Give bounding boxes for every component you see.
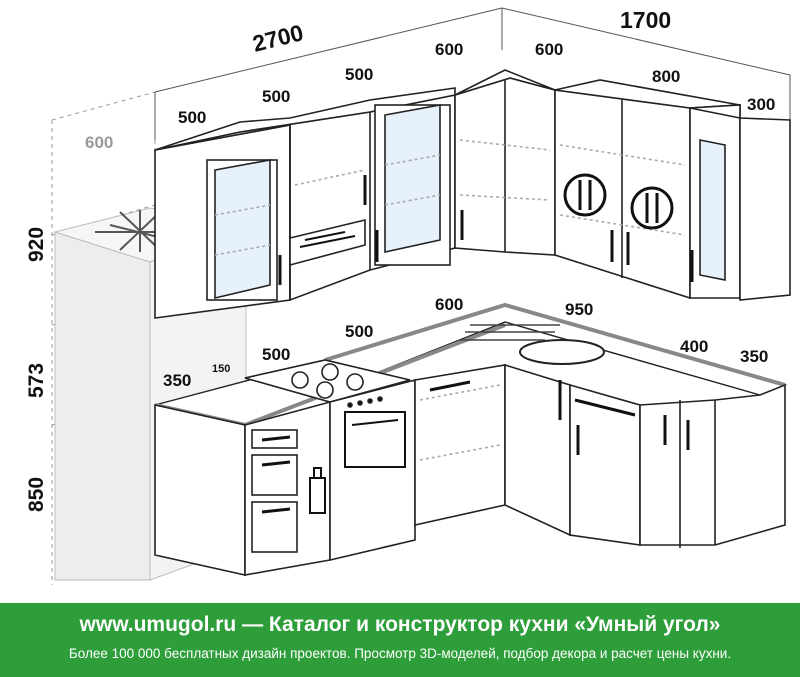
dim-height-lower: 850 (25, 477, 48, 512)
dim-lower-right-1: 400 (680, 337, 708, 356)
dim-fridge-depth: 600 (85, 133, 113, 152)
hob (244, 359, 411, 403)
tableware-icon-1 (563, 173, 607, 217)
kitchen-drawing: 2700 1700 500 500 500 600 600 800 300 60… (25, 7, 791, 585)
banner-title[interactable]: www.umugol.ru — Каталог и конструктор ку… (79, 613, 721, 636)
dim-upper-left-2: 500 (262, 87, 290, 106)
upper-cabinets-right (554, 79, 791, 301)
dim-height-middle: 573 (25, 363, 48, 398)
dim-upper-right-1: 800 (652, 67, 680, 86)
dim-lower-sink-run: 950 (565, 300, 593, 319)
banner-subtitle: Более 100 000 бесплатных дизайн проектов… (68, 646, 732, 661)
upper-cabinets-left (154, 87, 456, 319)
dim-upper-corner-left: 600 (435, 40, 463, 59)
oven (344, 396, 406, 468)
dim-lower-sink-depth: 600 (435, 295, 463, 314)
dim-total-left: 2700 (250, 19, 306, 57)
dim-height-upper: 920 (25, 227, 48, 262)
dim-lower-left-end: 350 (163, 371, 191, 390)
dim-upper-right-2: 300 (747, 95, 775, 114)
dim-lower-gap: 150 (212, 363, 230, 375)
dim-total-right: 1700 (620, 7, 671, 33)
promo-banner: www.umugol.ru — Каталог и конструктор ку… (0, 603, 800, 677)
upper-corner-cabinet (454, 69, 556, 256)
dim-lower-oven: 500 (345, 322, 373, 341)
tableware-icon-2 (630, 186, 674, 230)
lower-cabinets (154, 363, 786, 576)
dim-upper-left-3: 500 (345, 65, 373, 84)
bottle-icon (309, 467, 326, 514)
dim-lower-right-2: 350 (740, 347, 768, 366)
dimension-guides (154, 7, 791, 140)
dim-upper-corner-right: 600 (535, 40, 563, 59)
dim-upper-left-1: 500 (178, 108, 206, 127)
dim-lower-hob: 500 (262, 345, 290, 364)
